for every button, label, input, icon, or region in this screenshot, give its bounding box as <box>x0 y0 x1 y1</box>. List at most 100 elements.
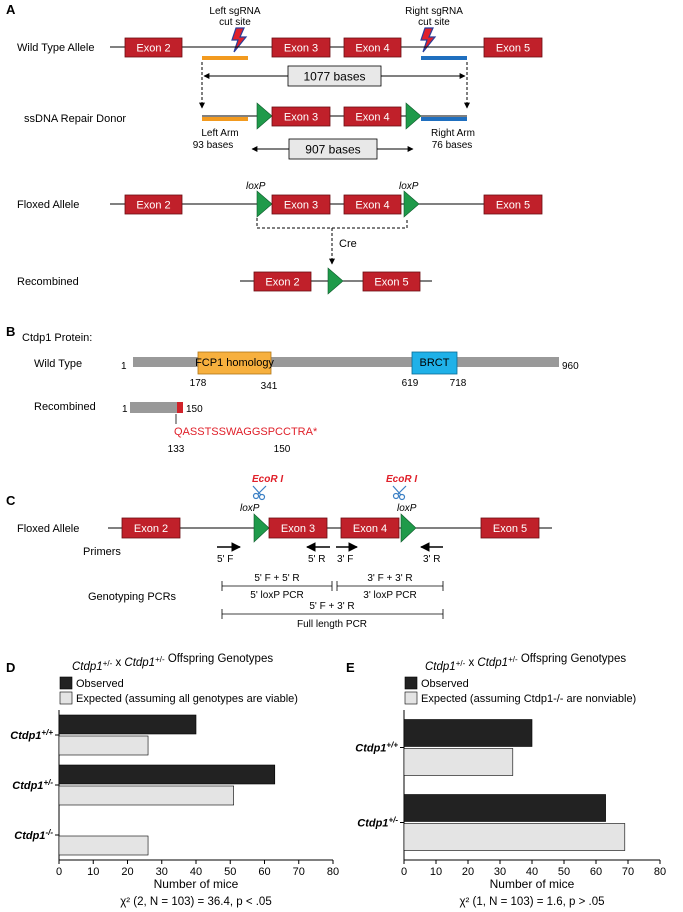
chart-e-x-tick-label: 30 <box>494 866 506 878</box>
floxed-loxp-left-label: loxP <box>246 181 266 192</box>
bar-e-expected <box>403 823 626 851</box>
brct-label: BRCT <box>420 357 450 369</box>
chart-e-x-tick-label: 50 <box>558 866 570 878</box>
chart-e-x-tick-label: 20 <box>462 866 474 878</box>
chart-e-x-tick-label: 70 <box>622 866 634 878</box>
wt-exon-3-label: Exon 3 <box>284 43 318 55</box>
chart-d-x-tick-label: 0 <box>56 866 62 878</box>
left-cut-label: cut site <box>219 17 251 28</box>
recombined-loxp-icon <box>327 267 344 295</box>
wt-left-homology-bar <box>202 56 248 60</box>
chart-d-category-label: Ctdp1-/- <box>14 828 53 842</box>
fcp1-domain <box>197 351 272 375</box>
c-loxp-left-icon <box>253 513 270 543</box>
legend-d-expected-label: Expected (assuming all genotypes are via… <box>76 693 298 705</box>
chart-e-stat: χ² (1, N = 103) = 1.6, p > .05 <box>459 896 604 908</box>
chart-d-x-tick-label: 50 <box>224 866 236 878</box>
c-exon-5 <box>480 517 540 539</box>
left-scissors-icon <box>252 485 267 501</box>
chart-e-x-tick-label: 0 <box>401 866 407 878</box>
recombined-exon-5-label: Exon 5 <box>374 277 408 289</box>
wt-exon-2 <box>124 37 183 58</box>
bar-d-expected <box>58 785 234 806</box>
left-sgrna-label: Left sgRNA <box>209 6 260 17</box>
floxed-exon-4 <box>343 194 402 215</box>
chart-e-xlabel: Number of mice <box>490 877 575 891</box>
chart-d-x-tick-label: 10 <box>87 866 99 878</box>
primer-3r-label: 3' R <box>423 554 440 565</box>
floxed-exon-3-label: Exon 3 <box>284 200 318 212</box>
chart-d-x-tick-label: 80 <box>327 866 339 878</box>
seq-n150: 150 <box>274 444 291 455</box>
bar-d-expected <box>58 835 149 856</box>
panel-a-letter: A <box>6 2 16 17</box>
chart-d-xlabel: Number of mice <box>154 877 239 891</box>
seq-n133: 133 <box>168 444 185 455</box>
protein-wt-label: Wild Type <box>34 358 82 370</box>
legend-d-observed-swatch <box>59 676 73 690</box>
bar-d-expected <box>58 735 149 756</box>
c-exon-4 <box>340 517 400 539</box>
chart-d-x-tick-label: 40 <box>190 866 202 878</box>
chart-e-x-tick-label: 60 <box>590 866 602 878</box>
floxed-loxp-left-icon <box>256 190 273 218</box>
chart-d-x-tick-label: 20 <box>121 866 133 878</box>
protein-wt-bar <box>133 357 559 367</box>
chart-e-x-tick-label: 40 <box>526 866 538 878</box>
legend-e-observed-label: Observed <box>421 678 469 690</box>
chart-e-category-label: Ctdp1+/+ <box>355 741 398 755</box>
right-sgrna-label: Right sgRNA <box>405 6 463 17</box>
donor-loxp-right-icon <box>405 102 422 130</box>
wt-exon-5 <box>483 37 543 58</box>
recombined-label: Recombined <box>17 276 79 288</box>
fcp1-label: FCP1 homology <box>195 357 274 369</box>
left-arm-length: 93 bases <box>193 140 234 151</box>
chart-d-x-tick-label: 70 <box>293 866 305 878</box>
donor-right-arm <box>421 117 467 121</box>
protein-n1: 1 <box>121 361 127 372</box>
frameshift-sequence: QASSTSSWAGGSPCCTRA* <box>174 426 318 438</box>
panel-c: C EcoR I EcoR I loxP loxP Floxed Allele … <box>6 474 552 630</box>
panel-b: B Ctdp1 Protein: Wild Type 1 FCP1 homolo… <box>6 324 579 455</box>
floxed-exon-3 <box>271 194 331 215</box>
wt-exon-5-label: Exon 5 <box>496 43 530 55</box>
panel-c-letter: C <box>6 493 16 508</box>
right-scissors-icon <box>392 485 407 501</box>
c-exon-3-label: Exon 3 <box>281 523 315 535</box>
floxed-exon-4-label: Exon 4 <box>355 200 389 212</box>
donor-exon-3 <box>271 106 331 127</box>
len-907-label: 907 bases <box>305 143 360 157</box>
ecori-right-label: EcoR I <box>386 474 417 485</box>
protein-n960: 960 <box>562 361 579 372</box>
chart-d-category-label: Ctdp1+/+ <box>10 728 53 742</box>
donor-exon-4-label: Exon 4 <box>355 112 389 124</box>
floxed-loxp-right-icon <box>403 190 420 218</box>
floxed-exon-2-label: Exon 2 <box>136 200 170 212</box>
pcr-full-label: Full length PCR <box>297 619 367 630</box>
chart-d-category-label: Ctdp1+/- <box>12 778 53 792</box>
recombined-exon-2 <box>253 271 312 292</box>
c-exon-5-label: Exon 5 <box>493 523 527 535</box>
bar-e-observed <box>403 794 606 822</box>
chart-d-x-tick-label: 60 <box>258 866 270 878</box>
panel-a: A Left sgRNA cut site Right sgRNA cut si… <box>6 2 543 295</box>
protein-rec-frameshift <box>177 402 183 413</box>
protein-title: Ctdp1 Protein: <box>22 332 92 344</box>
pcr-5f3r-label: 5' F + 3' R <box>309 601 354 612</box>
bar-d-observed <box>58 714 197 735</box>
panel-d-letter: D <box>6 660 15 675</box>
len-907-box <box>288 138 378 160</box>
wt-allele-label: Wild Type Allele <box>17 42 94 54</box>
donor-exon-4 <box>343 106 402 127</box>
legend-e-observed-swatch <box>404 676 418 690</box>
ecori-left-label: EcoR I <box>252 474 283 485</box>
len-1077-box <box>287 65 382 87</box>
protein-rec-label: Recombined <box>34 401 96 413</box>
genotyping-label: Genotyping PCRs <box>88 591 177 603</box>
c-exon-2 <box>121 517 181 539</box>
protein-n619: 619 <box>402 378 419 389</box>
pcr-5f5r-label: 5' F + 5' R <box>254 573 299 584</box>
floxed-exon-5 <box>483 194 543 215</box>
